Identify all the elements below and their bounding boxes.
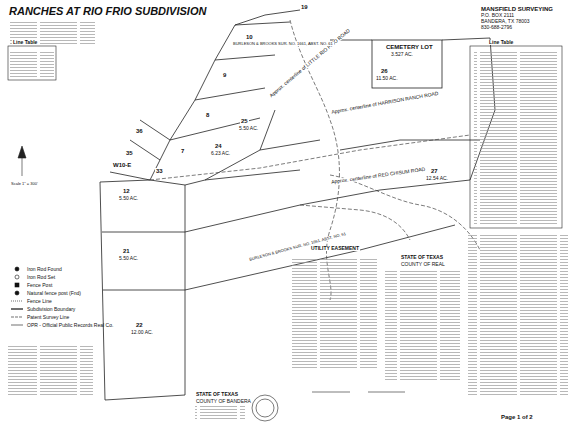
- legend-symbol: [10, 290, 24, 296]
- lot-number: 26: [380, 68, 389, 74]
- surveyor-name: MANSFIELD SURVEYING: [480, 6, 554, 12]
- lot-number: 10: [245, 34, 254, 40]
- page-number: Page 1 of 2: [500, 414, 534, 420]
- legend-row: Natural fence post (Fnd): [10, 290, 81, 296]
- lot-acreage: 12.00 AC.: [130, 330, 154, 335]
- lot-name: CEMETERY LOT: [385, 44, 434, 50]
- legend-symbol: [10, 314, 24, 320]
- lot-number: 9: [222, 72, 227, 78]
- legend-row: Patent Survey Line: [10, 314, 69, 320]
- lot-acreage: 5.50 AC.: [118, 196, 139, 201]
- legend-row: Iron Rod Found: [10, 266, 62, 272]
- surveyor-phone: 830-688-2796: [480, 25, 513, 30]
- legend-text: Subdivision Boundary: [27, 306, 75, 312]
- legend-row: Fence Post: [10, 282, 52, 288]
- lot-number: 22: [135, 322, 144, 328]
- lot-number: 19: [300, 4, 309, 10]
- scale-label: Scale 1" = 300': [10, 182, 39, 186]
- legend-row: Subdivision Boundary: [10, 306, 75, 312]
- legend-text: Iron Rod Found: [27, 266, 62, 272]
- road-label: Approx. centerline of LITTLE RIO FRIO RO…: [268, 27, 352, 99]
- notary-heading: COUNTY OF BANDERA: [195, 399, 252, 404]
- lot-number: 33: [155, 168, 164, 174]
- legend-text: Iron Rod Set: [27, 274, 55, 280]
- legend-text: Natural fence post (Fnd): [27, 290, 81, 296]
- lot-number: 8: [205, 112, 210, 118]
- table-title: Line Table: [488, 40, 514, 45]
- table-title: Line Table: [12, 40, 38, 45]
- notary-heading: COUNTY OF REAL: [400, 262, 446, 267]
- legend-symbol: [10, 322, 24, 328]
- legend-symbol: [10, 298, 24, 304]
- legend-row: Iron Rod Set: [10, 274, 55, 280]
- lot-number: 35: [125, 150, 134, 156]
- legend-text: Fence Post: [27, 282, 52, 288]
- survey-label: BURLESON & BROOKS SUR. NO. 1661, ABST. N…: [232, 42, 334, 46]
- road-label: Approx. centerline of HARRISON RANCH ROA…: [330, 91, 440, 115]
- lot-number: 25: [240, 118, 249, 124]
- notary-heading: STATE OF TEXAS: [400, 255, 444, 260]
- legend-text: Fence Line: [27, 298, 52, 304]
- lot-acreage: 6.23 AC.: [210, 151, 231, 156]
- legend-text: OPR - Official Public Records Real Co.: [27, 322, 113, 328]
- legend-text: Patent Survey Line: [27, 314, 69, 320]
- lot-acreage: 3.527 AC.: [390, 52, 414, 57]
- lot-number: 21: [122, 248, 131, 254]
- legend-symbol: [10, 282, 24, 288]
- lot-acreage: 5.50 AC.: [118, 256, 139, 261]
- legend-symbol: [10, 306, 24, 312]
- lot-number: 27: [430, 168, 439, 174]
- road-label: Approx. centerline of RED CHISUM ROAD: [330, 167, 427, 186]
- section-heading: UTILITY EASEMENT: [310, 246, 360, 251]
- lot-number: 36: [135, 128, 144, 134]
- lot-number: 7: [180, 148, 185, 154]
- surveyor-address: BANDERA, TX 78003: [480, 19, 531, 24]
- lot-number: 24: [214, 143, 223, 149]
- lot-acreage: 5.50 AC.: [238, 126, 259, 131]
- lot-number: 12: [122, 188, 131, 194]
- legend-symbol: [10, 274, 24, 280]
- legend-row: OPR - Official Public Records Real Co.: [10, 322, 113, 328]
- legend-row: Fence Line: [10, 298, 52, 304]
- notary-heading: STATE OF TEXAS: [195, 392, 239, 397]
- surveyor-address: P.O. BOX 2111: [480, 13, 515, 18]
- legend-symbol: [10, 266, 24, 272]
- lot-acreage: 11.50 AC.: [375, 76, 399, 81]
- boundary-label: W10-E: [112, 162, 132, 168]
- plat-title: RANCHES AT RIO FRIO SUBDIVISION: [8, 6, 207, 18]
- lot-acreage: 12.54 AC.: [425, 176, 449, 181]
